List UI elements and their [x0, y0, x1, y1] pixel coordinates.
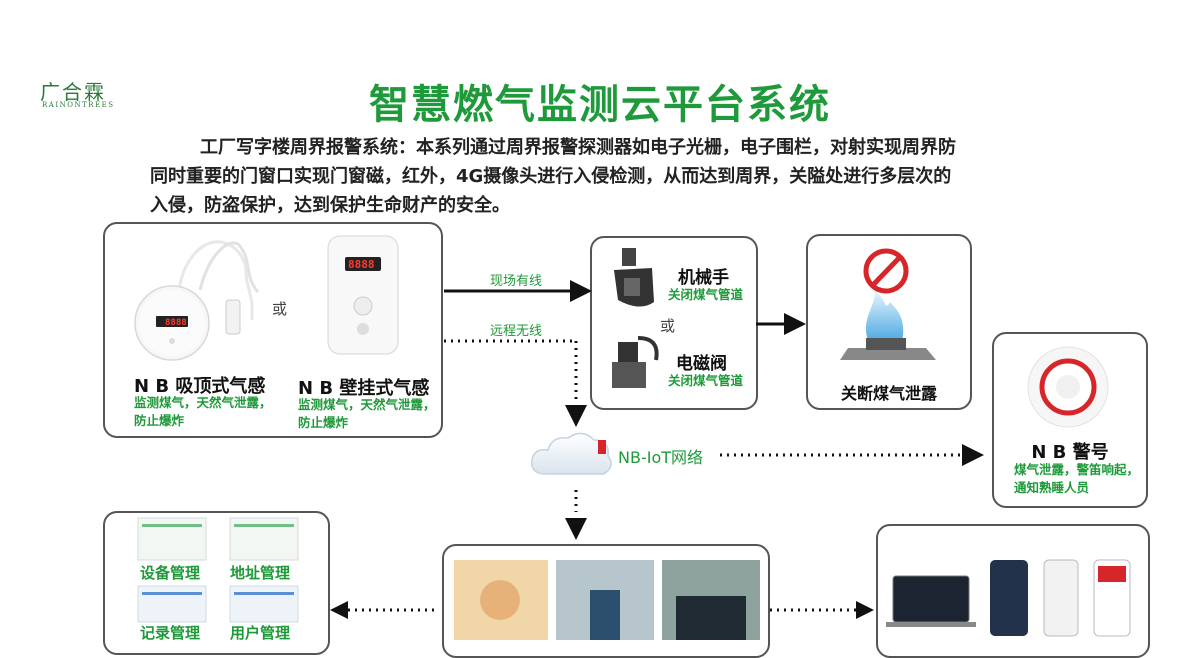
cloud-icon: [531, 432, 612, 475]
module-record-management: 记录管理: [140, 624, 201, 642]
response-photos: [454, 560, 760, 640]
wireless-link-label: 远程无线: [490, 324, 543, 339]
ceiling-detector-desc: 监测煤气，天然气泄露， 防止爆炸: [134, 394, 272, 430]
alarm-siren-image: [1027, 346, 1109, 428]
ceiling-detector-desc-line: 监测煤气，天然气泄露，: [134, 395, 272, 410]
ceiling-detector-name: N B 吸顶式气感: [134, 376, 266, 397]
ceiling-detector-image: [134, 240, 260, 361]
description-line: 工厂写字楼周界报警系统：本系列通过周界报警探测器如电子光栅，电子围栏，对射实现周…: [200, 137, 956, 158]
wall-detector-image: [327, 235, 399, 355]
wired-link-label: 现场有线: [490, 274, 543, 289]
alarm-desc-line: 煤气泄露，警笛响起，: [1014, 462, 1140, 477]
alarm-desc-line: 通知熟睡人员: [1014, 480, 1090, 495]
description-line: 入侵，防盗保护，达到保护生命财产的安全。: [150, 195, 510, 216]
solenoid-valve-desc: 关闭煤气管道: [668, 373, 744, 388]
logo-subtext: RAINONTREES: [42, 101, 115, 109]
manipulator-name: 机械手: [678, 268, 729, 288]
solenoid-valve-image: [612, 336, 659, 388]
solenoid-valve-name: 电磁阀: [676, 354, 727, 374]
ceiling-detector-display: 8888: [165, 318, 187, 328]
wall-detector-desc-line: 防止爆炸: [298, 415, 349, 430]
wall-detector-desc: 监测煤气，天然气泄露， 防止爆炸: [298, 396, 436, 432]
diagram-graphics: 8888 8888: [134, 235, 1131, 640]
platform-screenshots: [137, 517, 299, 623]
module-user-management: 用户管理: [230, 624, 291, 642]
network-label: NB-IoT网络: [618, 448, 704, 467]
shutoff-label: 关断煤气泄露: [840, 384, 937, 403]
page-title: 智慧燃气监测云平台系统: [369, 82, 831, 128]
logo-text: 广合霖: [40, 80, 106, 104]
devices-image: [886, 559, 1131, 637]
detectors-or-label: 或: [272, 300, 288, 318]
wall-detector-name: N B 壁挂式气感: [298, 378, 430, 399]
ceiling-detector-desc-line: 防止爆炸: [134, 413, 185, 428]
manipulator-image: [614, 248, 654, 307]
manipulator-desc: 关闭煤气管道: [668, 287, 744, 302]
valves-or-label: 或: [660, 317, 676, 335]
stove-flame-image: [840, 248, 936, 360]
wall-detector-display: 8888: [348, 258, 375, 271]
alarm-name: N B 警号: [1031, 442, 1109, 463]
alarm-desc: 煤气泄露，警笛响起， 通知熟睡人员: [1014, 461, 1139, 497]
module-device-management: 设备管理: [140, 564, 201, 582]
wall-detector-desc-line: 监测煤气，天然气泄露，: [298, 397, 436, 412]
description: 工厂写字楼周界报警系统：本系列通过周界报警探测器如电子光栅，电子围栏，对射实现周…: [150, 133, 1130, 220]
description-line: 同时重要的门窗口实现门窗磁，红外，4G摄像头进行入侵检测，从而达到周界，关隘处进…: [150, 166, 952, 187]
module-address-management: 地址管理: [230, 564, 291, 582]
